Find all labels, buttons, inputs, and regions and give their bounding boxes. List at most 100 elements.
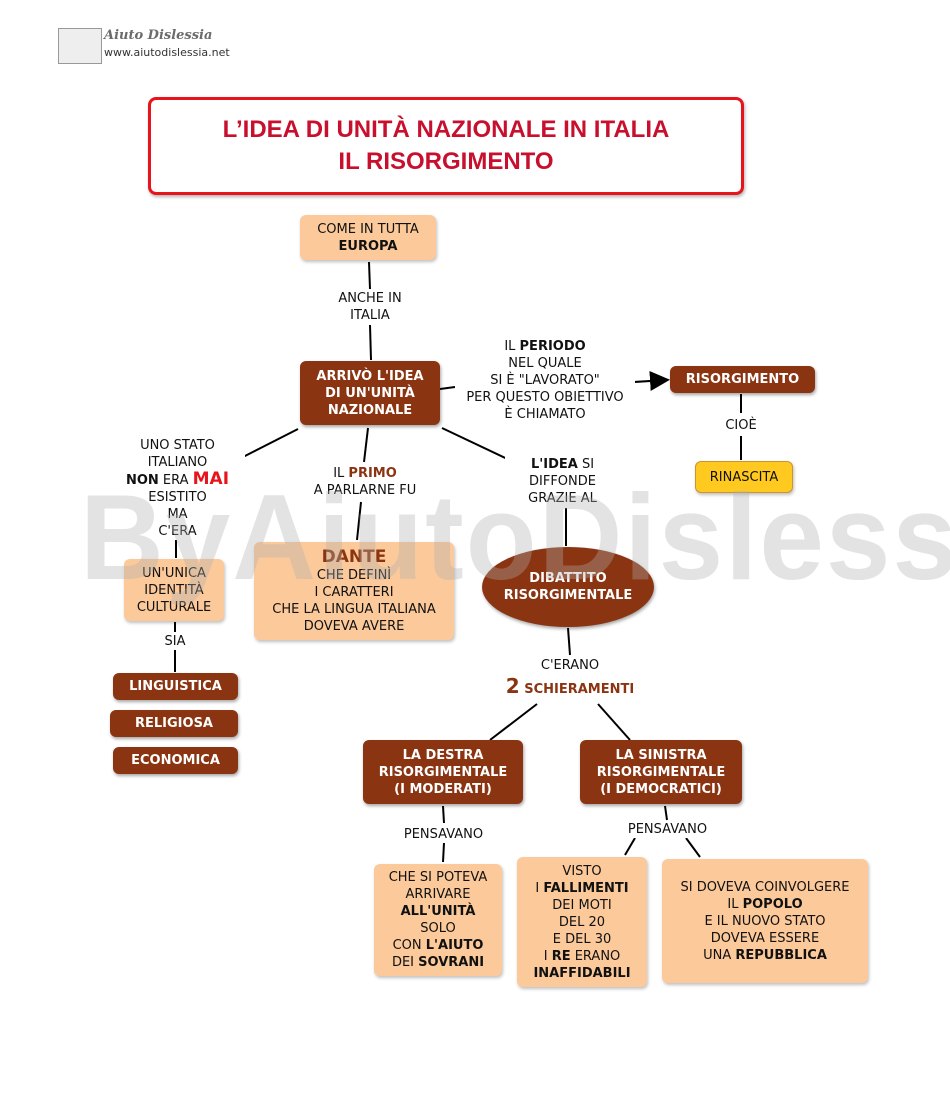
node-dante-name: DANTE (321, 547, 387, 567)
node-rinascita-text: RINASCITA (709, 469, 779, 485)
node-europa: COME IN TUTTA EUROPA (300, 215, 436, 260)
label-primo-a: IL (333, 466, 349, 481)
node-economica-text: ECONOMICA (131, 753, 220, 768)
node-identita-l2: IDENTITÀ (144, 582, 204, 598)
node-dibattito-l1: DIBATTITO (529, 571, 607, 586)
label-periodo-a: IL (504, 339, 520, 354)
node-dibattito: DIBATTITO RISORGIMENTALE (482, 547, 654, 627)
node-visto-l2b: FALLIMENTI (543, 880, 629, 896)
label-schieramenti: 2 SCHIERAMENTI (480, 676, 660, 698)
line-pensavano-potevano (442, 842, 445, 863)
node-arrivo-l1: ARRIVÒ L'IDEA (316, 368, 424, 384)
node-visto-l7: INAFFIDABILI (533, 965, 631, 981)
label-stato-l4: ESISTITO (148, 490, 207, 505)
node-identita-culturale: UN'UNICA IDENTITÀ CULTURALE (124, 559, 224, 621)
node-destra-l1: LA DESTRA (402, 747, 484, 763)
node-dante-l2: CHE DEFINÌ (316, 568, 392, 583)
label-stato-mai: MAI (192, 469, 230, 489)
node-dante-l3: I CARATTERI (314, 585, 394, 600)
title-line-2: IL RISORGIMENTO (338, 148, 554, 175)
line-destra-pensavano (442, 805, 445, 824)
label-periodo-l3: SI È "LAVORATO" (490, 373, 600, 388)
label-stato-l5: MA (167, 507, 188, 522)
node-popolo-l1: SI DOVEVA COINVOLGERE (680, 879, 850, 895)
node-europa-l2: EUROPA (338, 238, 398, 254)
node-potevano-l6b: SOVRANI (418, 955, 485, 970)
label-anche-in-italia: ANCHE IN ITALIA (320, 290, 420, 324)
label-periodo: IL PERIODO NEL QUALE SI È "LAVORATO" PER… (455, 338, 635, 423)
label-periodo-l5: È CHIAMATO (504, 407, 586, 422)
label-primo-b: PRIMO (348, 466, 397, 481)
line-pensavano-popolo (685, 837, 701, 858)
line-arrivo-stato (242, 428, 299, 458)
label-lidea-l2: DIFFONDE (529, 474, 596, 489)
node-popolo-repubblica: SI DOVEVA COINVOLGERE IL POPOLO E IL NUO… (662, 859, 868, 983)
node-arrivo-l3: NAZIONALE (327, 402, 413, 418)
node-dante: DANTE CHE DEFINÌ I CARATTERI CHE LA LING… (254, 542, 454, 640)
node-popolo-l4: DOVEVA ESSERE (710, 930, 820, 946)
label-cioe: CIOÈ (711, 417, 771, 434)
line-primo-dante (356, 501, 362, 541)
node-europa-l1: COME IN TUTTA (317, 221, 419, 237)
node-linguistica: LINGUISTICA (113, 673, 238, 700)
node-religiosa-text: RELIGIOSA (135, 716, 213, 731)
label-lidea-a: L'IDEA (530, 457, 578, 472)
node-potevano-l3: ALL'UNITÀ (400, 904, 476, 919)
label-pensavano-destra: PENSAVANO (396, 826, 491, 843)
label-stato-italiano: UNO STATO ITALIANO NON ERA MAI ESISTITO … (110, 437, 245, 540)
line-arrivo-periodo (439, 386, 456, 390)
line-schier-destra (489, 703, 538, 741)
node-dante-l4: CHE LA LINGUA ITALIANA (272, 602, 436, 617)
label-primo-l2: A PARLARNE FU (313, 483, 417, 498)
label-cerano: C'ERANO (530, 657, 610, 674)
logo-icon (58, 28, 102, 64)
label-sia: SIA (150, 633, 200, 650)
node-linguistica-text: LINGUISTICA (129, 679, 222, 694)
main-title-box: L’IDEA DI UNITÀ NAZIONALE IN ITALIA IL R… (148, 97, 744, 195)
node-identita-l1: UN'UNICA (142, 565, 206, 581)
node-potevano-l1: CHE SI POTEVA (388, 870, 488, 885)
line-europa-anche (368, 261, 371, 290)
label-primo: IL PRIMO A PARLARNE FU (300, 465, 430, 499)
node-aiuto-sovrani: CHE SI POTEVA ARRIVARE ALL'UNITÀ SOLO CO… (374, 864, 502, 976)
node-popolo-l5a: UNA (703, 947, 736, 963)
node-risorgimento-text: RISORGIMENTO (685, 372, 800, 387)
label-stato-era: ERA (158, 473, 193, 488)
node-popolo-l5b: REPUBBLICA (735, 947, 827, 963)
label-stato-l6: C'ERA (158, 524, 197, 539)
node-economica: ECONOMICA (113, 747, 238, 774)
label-periodo-l4: PER QUESTO OBIETTIVO (466, 390, 624, 405)
node-popolo-l2a: IL (727, 896, 743, 912)
node-visto-l2a: I (535, 880, 544, 896)
node-potevano-l5b: L'AIUTO (425, 938, 484, 953)
node-risorgimento: RISORGIMENTO (670, 366, 815, 393)
label-stato-l2: ITALIANO (147, 455, 208, 470)
line-anche-arrivo (369, 324, 372, 361)
label-stato-non: NON (125, 473, 159, 488)
line-dibattito-cerano (567, 627, 571, 656)
node-visto-l6b: RE (551, 948, 571, 964)
node-potevano-l5a: CON (392, 938, 426, 953)
line-pensavano-visto (624, 837, 636, 856)
logo-title: Aiuto Dislessia (104, 28, 213, 43)
node-visto-l6c: ERANO (570, 948, 621, 964)
node-dibattito-l2: RISORGIMENTALE (503, 588, 633, 603)
label-lidea: L'IDEA SI DIFFONDE GRAZIE AL (505, 456, 620, 507)
node-dante-l5: DOVEVA AVERE (303, 619, 405, 634)
node-religiosa: RELIGIOSA (110, 710, 238, 737)
node-visto-l1: VISTO (562, 863, 602, 879)
label-anche-l2: ITALIA (350, 308, 390, 323)
node-arrivo-idea: ARRIVÒ L'IDEA DI UN'UNITÀ NAZIONALE (300, 361, 440, 425)
node-sinistra-l3: (I DEMOCRATICI) (600, 781, 722, 797)
node-potevano-l2: ARRIVARE (405, 887, 471, 902)
node-sinistra-l2: RISORGIMENTALE (596, 764, 726, 780)
node-visto-l4: DEL 20 (558, 914, 606, 930)
logo-url: www.aiutodislessia.net (104, 46, 230, 59)
title-line-1: L’IDEA DI UNITÀ NAZIONALE IN ITALIA (222, 116, 670, 143)
node-sinistra: LA SINISTRA RISORGIMENTALE (I DEMOCRATIC… (580, 740, 742, 804)
line-arrivo-primo (363, 427, 369, 463)
node-destra-l2: RISORGIMENTALE (378, 764, 508, 780)
label-lidea-b: SI (577, 457, 595, 472)
node-potevano-l6a: DEI (391, 955, 419, 970)
node-fallimenti: VISTO I FALLIMENTI DEI MOTI DEL 20 E DEL… (517, 857, 647, 987)
